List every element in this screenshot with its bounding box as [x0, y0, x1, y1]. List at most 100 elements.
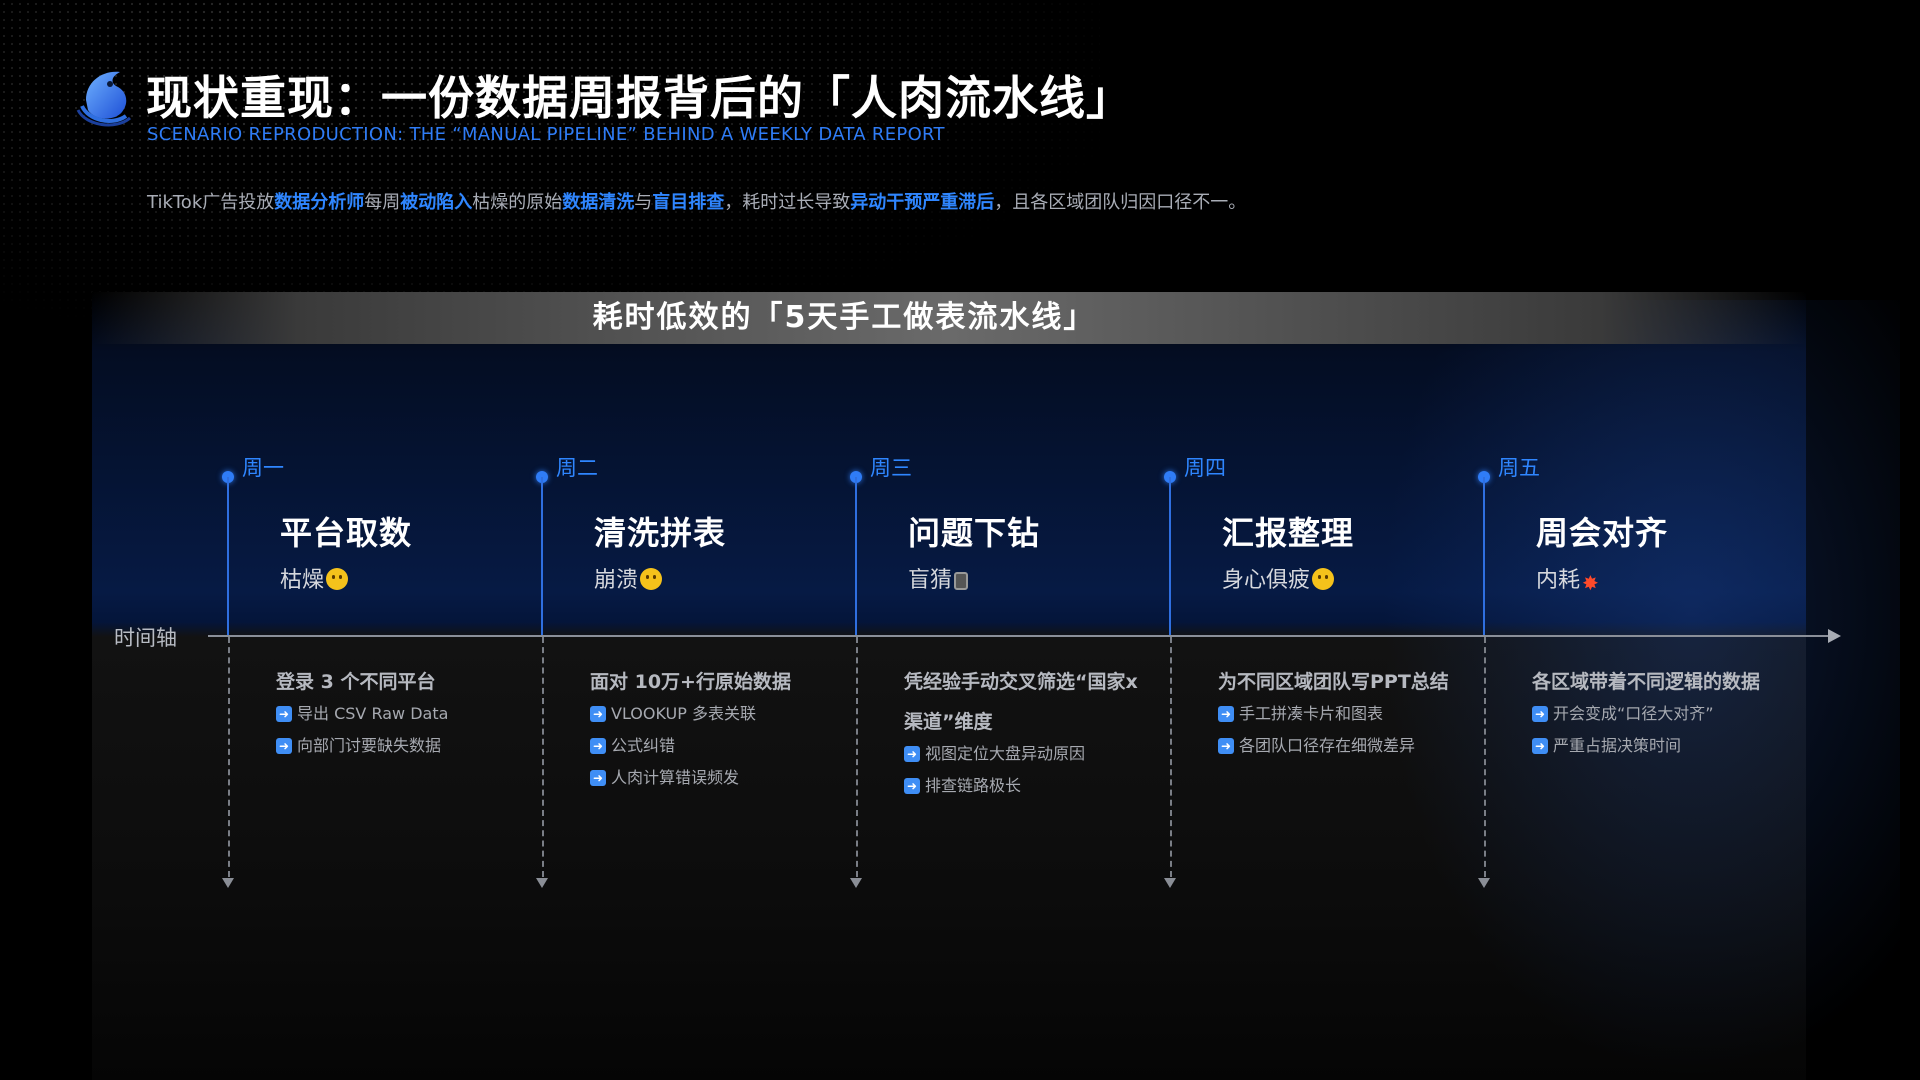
page-subtitle: SCENARIO REPRODUCTION: THE “MANUAL PIPEL…	[147, 124, 945, 145]
stage-bullets: ➜ 手工拼凑卡片和图表 ➜ 各团队口径存在细微差异	[1218, 698, 1468, 762]
timeline-stem	[541, 477, 543, 635]
pipeline-banner: 耗时低效的「5天手工做表流水线」	[92, 292, 1806, 344]
stage-title: 问题下钻	[908, 514, 1041, 552]
right-arrow-icon: ➜	[904, 746, 920, 762]
mood-text: 盲猜	[908, 568, 953, 593]
banner-title: 耗时低效的「5天手工做表流水线」	[592, 300, 1096, 335]
bullet-item: ➜ 人肉计算错误频发	[590, 762, 840, 794]
timeline-column: 周四汇报整理身心俱疲为不同区域团队写PPT总结 ➜ 手工拼凑卡片和图表 ➜ 各团队口径存…	[1164, 0, 1470, 1080]
stage-title: 清洗拼表	[594, 514, 727, 552]
stage-title: 周会对齐	[1536, 514, 1669, 552]
timeline-column: 周五周会对齐内耗✸ 各区域带着不同逻辑的数据 ➜ 开会变成“口径大对齐” ➜ 严重占据决策…	[1478, 0, 1784, 1080]
bullet-text: 排查链路极长	[925, 776, 1022, 795]
stage-bullets: ➜ 导出 CSV Raw Data ➜ 向部门讨要缺失数据	[276, 698, 526, 762]
right-arrow-icon: ➜	[1218, 738, 1234, 754]
timeline-stem	[1483, 477, 1485, 635]
bullet-item: ➜ 开会变成“口径大对齐”	[1532, 698, 1782, 730]
timeline-column: 周二清洗拼表崩溃面对 10万+行原始数据 ➜ VLOOKUP 多表关联 ➜ 公式纠错 ➜ 人…	[536, 0, 842, 1080]
axis-arrow-icon	[1828, 629, 1841, 643]
timeline-panel	[92, 292, 1806, 1080]
timeline-stem	[855, 477, 857, 635]
dashed-guide	[1170, 637, 1172, 877]
bullet-text: 导出 CSV Raw Data	[297, 704, 449, 723]
stage-description: 为不同区域团队写PPT总结	[1218, 671, 1449, 693]
stage-bullets: ➜ 视图定位大盘异动原因 ➜ 排查链路极长	[904, 738, 1154, 802]
stage-bullets: ➜ 开会变成“口径大对齐” ➜ 严重占据决策时间	[1532, 698, 1782, 762]
bullet-text: 人肉计算错误频发	[611, 768, 740, 787]
down-arrow-icon	[1164, 878, 1176, 888]
bullet-text: 向部门讨要缺失数据	[297, 736, 442, 755]
collision-icon: ✸	[1582, 571, 1599, 595]
stage-description: 凭经验手动交叉筛选“国家x渠道”维度	[904, 671, 1138, 733]
weekday-label: 周一	[242, 456, 284, 480]
stage-description: 登录 3 个不同平台	[276, 671, 436, 693]
bullet-text: 开会变成“口径大对齐”	[1553, 704, 1714, 723]
bullet-text: 各团队口径存在细微差异	[1239, 736, 1416, 755]
bullet-item: ➜ 向部门讨要缺失数据	[276, 730, 526, 762]
stage-description: 面对 10万+行原始数据	[590, 671, 791, 693]
mood-label: 枯燥	[280, 562, 349, 594]
mood-text: 枯燥	[280, 568, 325, 593]
mood-text: 内耗	[1536, 568, 1581, 593]
bullet-item: ➜ 导出 CSV Raw Data	[276, 698, 526, 730]
timeline-column: 周一平台取数枯燥登录 3 个不同平台 ➜ 导出 CSV Raw Data ➜ 向部门讨要…	[222, 0, 528, 1080]
down-arrow-icon	[1478, 878, 1490, 888]
bullet-text: 视图定位大盘异动原因	[925, 744, 1086, 763]
right-arrow-icon: ➜	[590, 706, 606, 722]
right-arrow-icon: ➜	[1218, 706, 1234, 722]
intro-text: TikTok广告投放数据分析师每周被动陷入枯燥的原始数据清洗与盲目排查，耗时过长…	[147, 192, 1247, 213]
bullet-text: 严重占据决策时间	[1553, 736, 1682, 755]
right-arrow-icon: ➜	[276, 706, 292, 722]
bullet-item: ➜ VLOOKUP 多表关联	[590, 698, 840, 730]
right-arrow-icon: ➜	[904, 778, 920, 794]
mood-text: 身心俱疲	[1222, 568, 1311, 593]
bullet-item: ➜ 排查链路极长	[904, 770, 1154, 802]
watch-icon	[954, 572, 969, 590]
weekday-label: 周二	[556, 456, 598, 480]
timeline-stem	[227, 477, 229, 635]
bullet-item: ➜ 视图定位大盘异动原因	[904, 738, 1154, 770]
bullet-text: VLOOKUP 多表关联	[611, 704, 756, 723]
dot-pattern-background	[0, 0, 1100, 330]
dashed-guide	[1484, 637, 1486, 877]
bullet-text: 手工拼凑卡片和图表	[1239, 704, 1384, 723]
dashed-guide	[228, 637, 230, 877]
bullet-item: ➜ 公式纠错	[590, 730, 840, 762]
stage-description: 各区域带着不同逻辑的数据	[1532, 671, 1761, 693]
right-arrow-icon: ➜	[590, 770, 606, 786]
timeline-stem	[1169, 477, 1171, 635]
bullet-item: ➜ 严重占据决策时间	[1532, 730, 1782, 762]
bullet-item: ➜ 各团队口径存在细微差异	[1218, 730, 1468, 762]
mood-text: 崩溃	[594, 568, 639, 593]
down-arrow-icon	[850, 878, 862, 888]
axis-label: 时间轴	[114, 626, 177, 650]
right-arrow-icon: ➜	[276, 738, 292, 754]
timeline-column: 周三问题下钻盲猜凭经验手动交叉筛选“国家x渠道”维度 ➜ 视图定位大盘异动原因 ➜ 排查…	[850, 0, 1156, 1080]
right-arrow-icon: ➜	[1532, 706, 1548, 722]
exploding-head-icon	[640, 568, 663, 590]
mood-label: 身心俱疲	[1222, 562, 1335, 594]
down-arrow-icon	[536, 878, 548, 888]
stage-title: 汇报整理	[1222, 514, 1355, 552]
panel-glow	[1380, 300, 1900, 1080]
mood-label: 盲猜	[908, 562, 969, 594]
tired-face-icon	[1312, 568, 1335, 590]
thinking-face-icon	[326, 568, 349, 590]
weekday-label: 周五	[1498, 456, 1540, 480]
bullet-item: ➜ 手工拼凑卡片和图表	[1218, 698, 1468, 730]
blue-bird-logo-icon	[76, 71, 131, 127]
page-title: 现状重现：一份数据周报背后的「人肉流水线」	[146, 71, 1133, 125]
bullet-text: 公式纠错	[611, 736, 676, 755]
right-arrow-icon: ➜	[590, 738, 606, 754]
dashed-guide	[856, 637, 858, 877]
mood-label: 内耗✸	[1536, 562, 1599, 595]
right-arrow-icon: ➜	[1532, 738, 1548, 754]
weekday-label: 周三	[870, 456, 912, 480]
weekday-label: 周四	[1184, 456, 1226, 480]
stage-bullets: ➜ VLOOKUP 多表关联 ➜ 公式纠错 ➜ 人肉计算错误频发	[590, 698, 840, 794]
timeline-axis	[208, 635, 1836, 637]
dashed-guide	[542, 637, 544, 877]
stage-title: 平台取数	[280, 514, 413, 552]
mood-label: 崩溃	[594, 562, 663, 594]
down-arrow-icon	[222, 878, 234, 888]
